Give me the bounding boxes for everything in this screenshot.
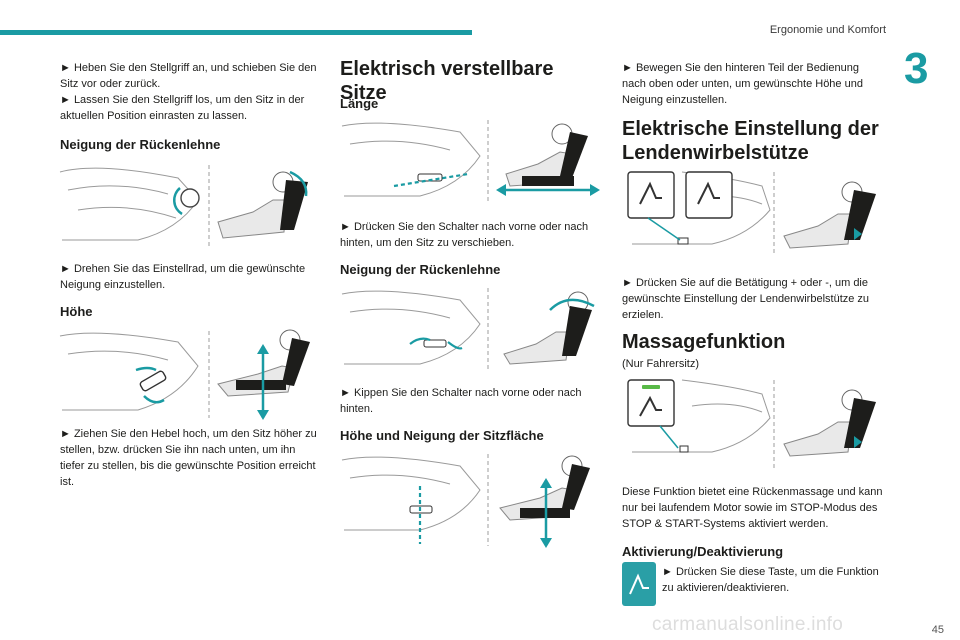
heading-activation: Aktivierung/Deaktivierung bbox=[622, 544, 784, 559]
intro-step-1: ► Heben Sie den Stellgriff an, und schie… bbox=[60, 62, 317, 90]
massage-description: Diese Funktion bietet eine Rückenmassage… bbox=[622, 486, 883, 530]
illustration-recline-electric bbox=[341, 288, 595, 372]
heading-recline-electric: Neigung der Rückenlehne bbox=[340, 262, 501, 277]
activation-instruction: ► Drücken Sie diese Taste, um die Funkti… bbox=[662, 566, 879, 594]
title-massage: Massagefunktion bbox=[622, 331, 786, 353]
heading-height: Höhe bbox=[60, 304, 93, 319]
illustration-recline-manual bbox=[59, 165, 308, 248]
heading-cushion: Höhe und Neigung der Sitzfläche bbox=[340, 428, 544, 443]
title-electric-seats: Elektrisch verstellbare Sitze bbox=[340, 58, 554, 104]
illustration-massage bbox=[627, 379, 876, 470]
page-number: 45 bbox=[931, 624, 944, 636]
lumbar-instruction: ► Drücken Sie auf die Betätigung + oder … bbox=[622, 277, 870, 321]
recline-manual-instruction: ► Drehen Sie das Einstellrad, um die gew… bbox=[60, 263, 306, 291]
illustration-lumbar bbox=[627, 171, 876, 254]
heading-recline-manual: Neigung der Rückenlehne bbox=[60, 137, 221, 152]
illustration-height-manual bbox=[59, 329, 310, 420]
massage-button-icon bbox=[622, 562, 656, 606]
illustration-length-electric bbox=[341, 120, 600, 204]
massage-subtitle: (Nur Fahrersitz) bbox=[622, 358, 700, 370]
recline-electric-instruction: ► Kippen Sie den Schalter nach vorne ode… bbox=[340, 387, 582, 415]
illustration-cushion-electric bbox=[341, 454, 590, 548]
chapter-number: 3 bbox=[904, 44, 929, 93]
header-accent-bar bbox=[0, 30, 472, 35]
heading-length: Länge bbox=[340, 96, 379, 111]
watermark: carmanualsonline.info bbox=[652, 614, 844, 635]
intro-step-2: ► Lassen Sie den Stellgriff los, um den … bbox=[60, 94, 305, 122]
height-manual-instruction: ► Ziehen Sie den Hebel hoch, um den Sitz… bbox=[60, 428, 317, 488]
title-lumbar: Elektrische Einstellung der Lendenwirbel… bbox=[622, 118, 879, 164]
section-title: Ergonomie und Komfort bbox=[769, 24, 886, 36]
length-instruction: ► Drücken Sie den Schalter nach vorne od… bbox=[340, 221, 589, 249]
cushion-instruction: ► Bewegen Sie den hinteren Teil der Bedi… bbox=[622, 62, 863, 106]
